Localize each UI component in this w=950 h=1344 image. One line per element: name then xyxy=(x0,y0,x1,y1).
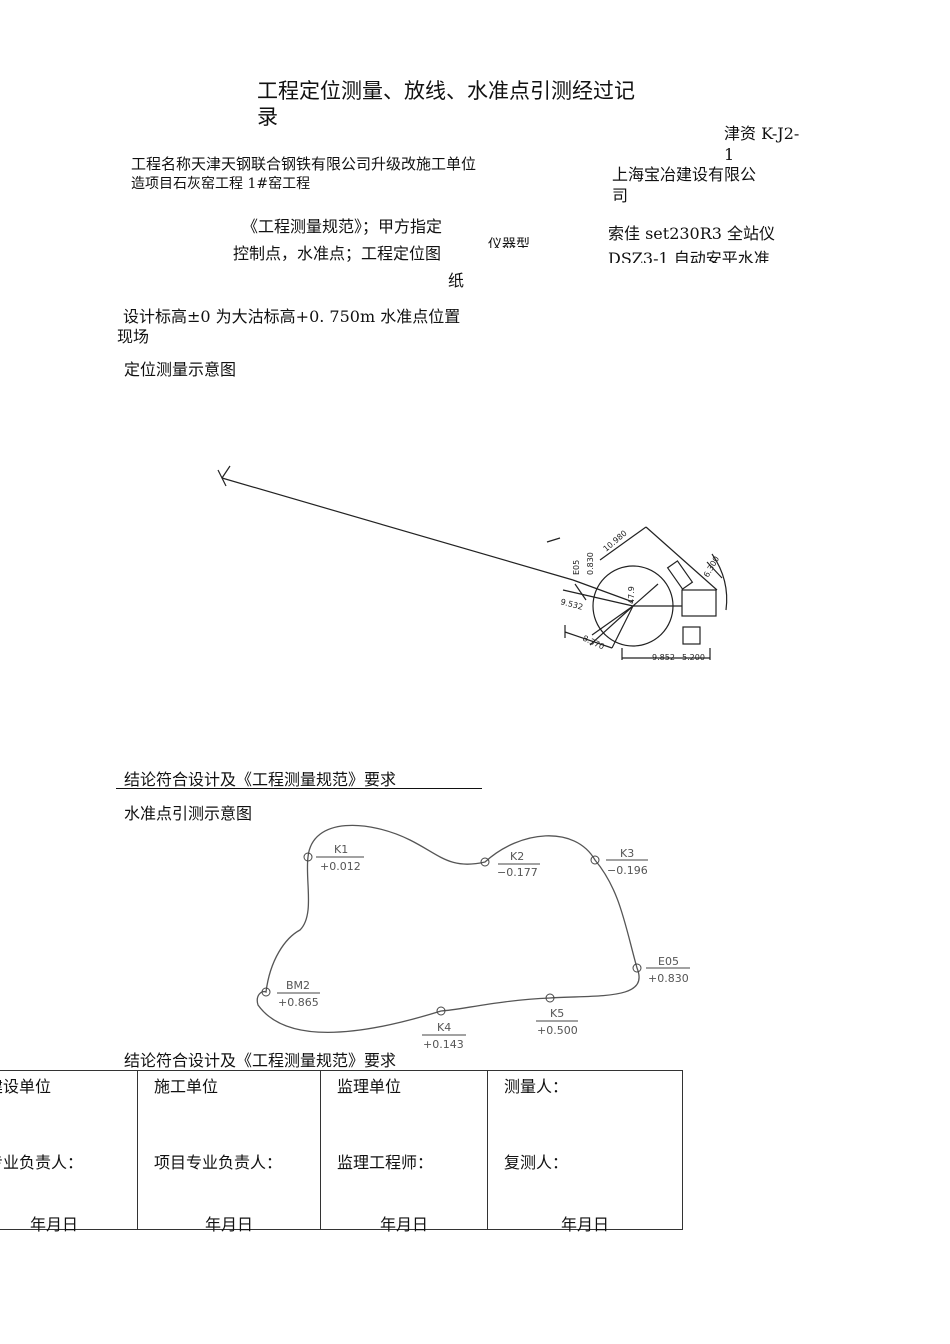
instrument-label: 仪器型 xyxy=(488,237,530,248)
project-name-cont: 造项目石灰窑工程 1#窑工程 xyxy=(131,176,311,192)
benchmark-k4-name: K4 xyxy=(437,1021,451,1034)
signature-cell-supervisor: 监理单位 监理工程师： 年月日 xyxy=(320,1070,488,1234)
benchmark-e05-name: E05 xyxy=(658,955,679,968)
instrument-level: DSZ3-1 自动安平水准 xyxy=(608,249,770,263)
basis-text-2: 控制点，水准点；工程定位图 xyxy=(233,244,442,263)
signature-cell-surveyor: 测量人： 复测人： 年月日 xyxy=(487,1070,683,1234)
document-title-line2: 录 xyxy=(257,105,278,129)
benchmark-e05-value: +0.830 xyxy=(648,972,689,985)
form-code-suffix: 1 xyxy=(724,145,735,164)
benchmark-k1-marker xyxy=(303,852,313,862)
contractor-name-cont: 司 xyxy=(612,186,629,205)
document-title-line1: 工程定位测量、放线、水准点引测经过记 xyxy=(257,79,635,103)
basis-text-3: 纸 xyxy=(448,271,465,290)
contractor-responsible-label: 项目专业负责人： xyxy=(154,1153,283,1172)
benchmark-k1-name: K1 xyxy=(334,843,348,856)
project-name: 工程名称天津天钢联合钢铁有限公司升级改施工单位 xyxy=(131,155,477,173)
owner-unit-label: 建设单位 xyxy=(0,1077,52,1096)
benchmark-bm2-value: +0.865 xyxy=(278,996,319,1009)
benchmark-k3-marker xyxy=(590,855,600,865)
conclusion-underline xyxy=(116,788,482,789)
supervisor-unit-label: 监理单位 xyxy=(337,1077,402,1096)
benchmark-k4-value: +0.143 xyxy=(423,1038,464,1051)
signature-table: 建设单位 专业负责人： 年月日 施工单位 项目专业负责人： 年月日 监理单位 监… xyxy=(0,1070,683,1234)
supervisor-engineer-label: 监理工程师： xyxy=(337,1153,434,1172)
benchmark-k3-value: −0.196 xyxy=(607,864,648,877)
benchmark-loop-diagram: K1 +0.012 K2 −0.177 K3 −0.196 E05 +0.830… xyxy=(256,824,690,1051)
conclusion-positioning: 结论符合设计及《工程测量规范》要求 xyxy=(124,770,397,789)
benchmark-k1-value: +0.012 xyxy=(320,860,361,873)
owner-responsible-label: 专业负责人： xyxy=(0,1153,84,1172)
sketch-label-9532: 9.532 xyxy=(559,597,583,612)
benchmark-k2-marker xyxy=(480,857,490,867)
resurveyor-label: 复测人： xyxy=(504,1153,569,1172)
owner-date-label: 年月日 xyxy=(29,1215,78,1234)
benchmark-k5-marker xyxy=(545,993,555,1003)
sketch-label-479: 47.9 xyxy=(627,586,636,604)
sketch-label-5200: 5.200 xyxy=(682,653,705,662)
sketch-label-6300: 6.300 xyxy=(702,555,721,579)
supervisor-date-label: 年月日 xyxy=(379,1215,428,1234)
contractor-unit-label: 施工单位 xyxy=(154,1077,219,1096)
surveyor-label: 测量人： xyxy=(504,1077,569,1096)
surveyor-date-label: 年月日 xyxy=(560,1215,609,1234)
elevation-note: 设计标高±0 为大沽标高+0. 750m 水准点位置 xyxy=(123,307,461,326)
positioning-sketch: E05 0.830 10.980 9.852 9.532 5.200 8.370… xyxy=(217,465,728,662)
sketch-label-8370: 8.370 xyxy=(581,634,606,652)
signature-cell-owner: 建设单位 专业负责人： 年月日 xyxy=(0,1070,138,1234)
positioning-diagram-label: 定位测量示意图 xyxy=(124,360,237,379)
basis-text: 《工程测量规范》；甲方指定 xyxy=(242,217,443,236)
benchmark-k5-value: +0.500 xyxy=(537,1024,578,1037)
benchmark-diagram-label: 水准点引测示意图 xyxy=(124,804,253,823)
benchmark-k2-value: −0.177 xyxy=(497,866,538,879)
benchmark-k2-name: K2 xyxy=(510,850,524,863)
contractor-name: 上海宝冶建设有限公 xyxy=(612,165,757,184)
benchmark-k5-name: K5 xyxy=(550,1007,564,1020)
sketch-label-9852: 9.852 xyxy=(652,653,675,662)
instrument-total-station: 索佳 set230R3 全站仪 xyxy=(608,224,776,243)
form-code: 津资 K-J2- xyxy=(724,124,800,143)
benchmark-bm2-name: BM2 xyxy=(286,979,310,992)
benchmark-loop-path xyxy=(256,824,640,1033)
benchmark-e05-marker xyxy=(632,963,642,973)
signature-cell-contractor: 施工单位 项目专业负责人： 年月日 xyxy=(137,1070,321,1234)
conclusion-benchmark: 结论符合设计及《工程测量规范》要求 xyxy=(124,1051,397,1070)
benchmark-k3-name: K3 xyxy=(620,847,634,860)
benchmark-k4-marker xyxy=(436,1006,446,1016)
sketch-label-e05: E05 xyxy=(572,560,581,575)
sketch-label-0830: 0.830 xyxy=(586,552,595,575)
contractor-date-label: 年月日 xyxy=(204,1215,253,1234)
elevation-note-cont: 现场 xyxy=(117,327,150,346)
benchmark-bm2-marker xyxy=(261,987,271,997)
